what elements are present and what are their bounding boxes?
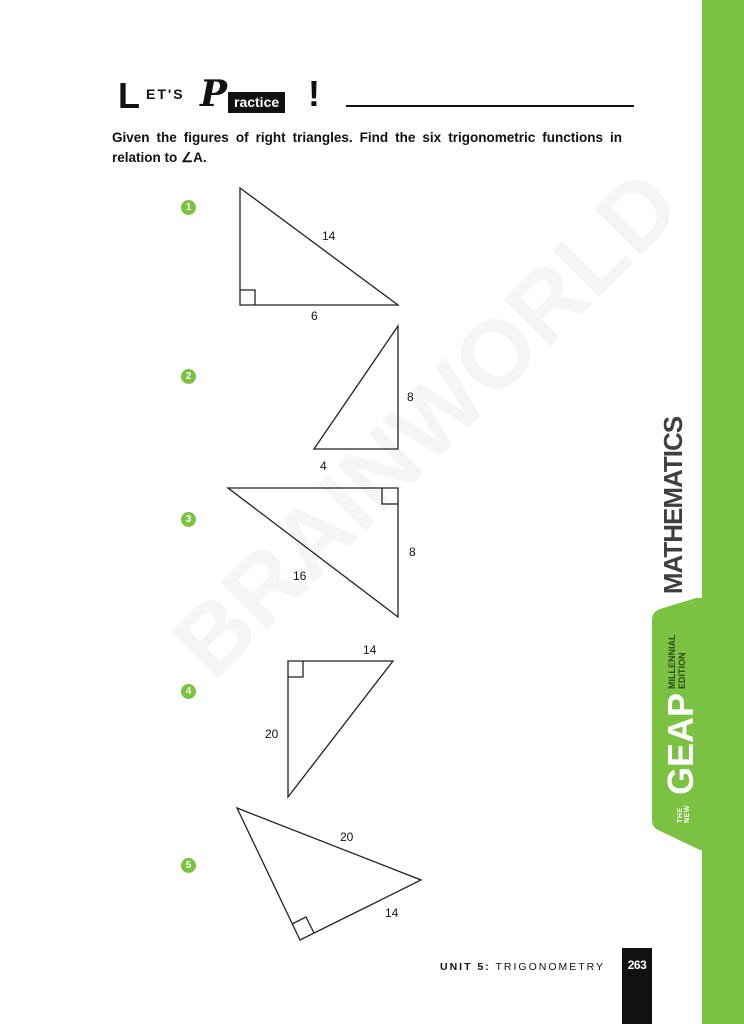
triangle-3-right-angle [381, 488, 398, 505]
header-practice-initial: P [200, 73, 228, 115]
sidebar-green-band [702, 0, 744, 1024]
problem-1-badge: 1 [181, 200, 196, 215]
triangle-1 [239, 186, 400, 306]
triangle-3-label-hyp: 16 [293, 569, 307, 583]
footer-unit-title: TRIGONOMETRY [495, 961, 606, 973]
page-number-box [622, 948, 652, 1024]
triangle-2-label-base: 4 [320, 459, 327, 473]
triangle-3-label-side: 8 [409, 545, 416, 559]
problem-2-badge: 2 [181, 369, 196, 384]
triangle-4-label-top: 14 [363, 643, 377, 657]
triangle-1-label-hyp: 14 [322, 229, 336, 243]
answer-line [346, 105, 634, 107]
triangle-3 [226, 487, 399, 619]
triangle-1-right-angle [240, 289, 256, 305]
brand-tab [652, 598, 704, 850]
triangle-4-label-side: 20 [265, 727, 279, 741]
triangle-4-right-angle [288, 661, 304, 678]
triangle-5-label-bottom: 14 [385, 906, 399, 920]
header-practice-rest: ractice [228, 92, 286, 114]
footer-unit: UNIT 5: TRIGONOMETRY [440, 961, 605, 973]
triangle-1-label-base: 6 [311, 309, 318, 323]
triangle-5-label-top: 20 [340, 830, 354, 844]
triangle-2 [312, 323, 399, 450]
header-lets-initial: L [118, 75, 140, 116]
triangle-5 [235, 806, 423, 941]
footer-unit-label: UNIT 5: [440, 961, 491, 973]
triangle-5-right-angle [291, 916, 315, 934]
lets-practice-header: L ET'S P ractice ! [110, 74, 350, 114]
problem-3-badge: 3 [181, 512, 196, 527]
header-exclaim: ! [308, 73, 320, 114]
problem-4-badge: 4 [181, 684, 196, 699]
header-lets-rest: ET'S [146, 86, 185, 102]
triangle-4 [287, 660, 395, 799]
triangle-2-label-side: 8 [407, 390, 414, 404]
problem-5-badge: 5 [181, 858, 196, 873]
instructions: Given the figures of right triangles. Fi… [112, 130, 622, 165]
page-number: 263 [627, 958, 647, 972]
